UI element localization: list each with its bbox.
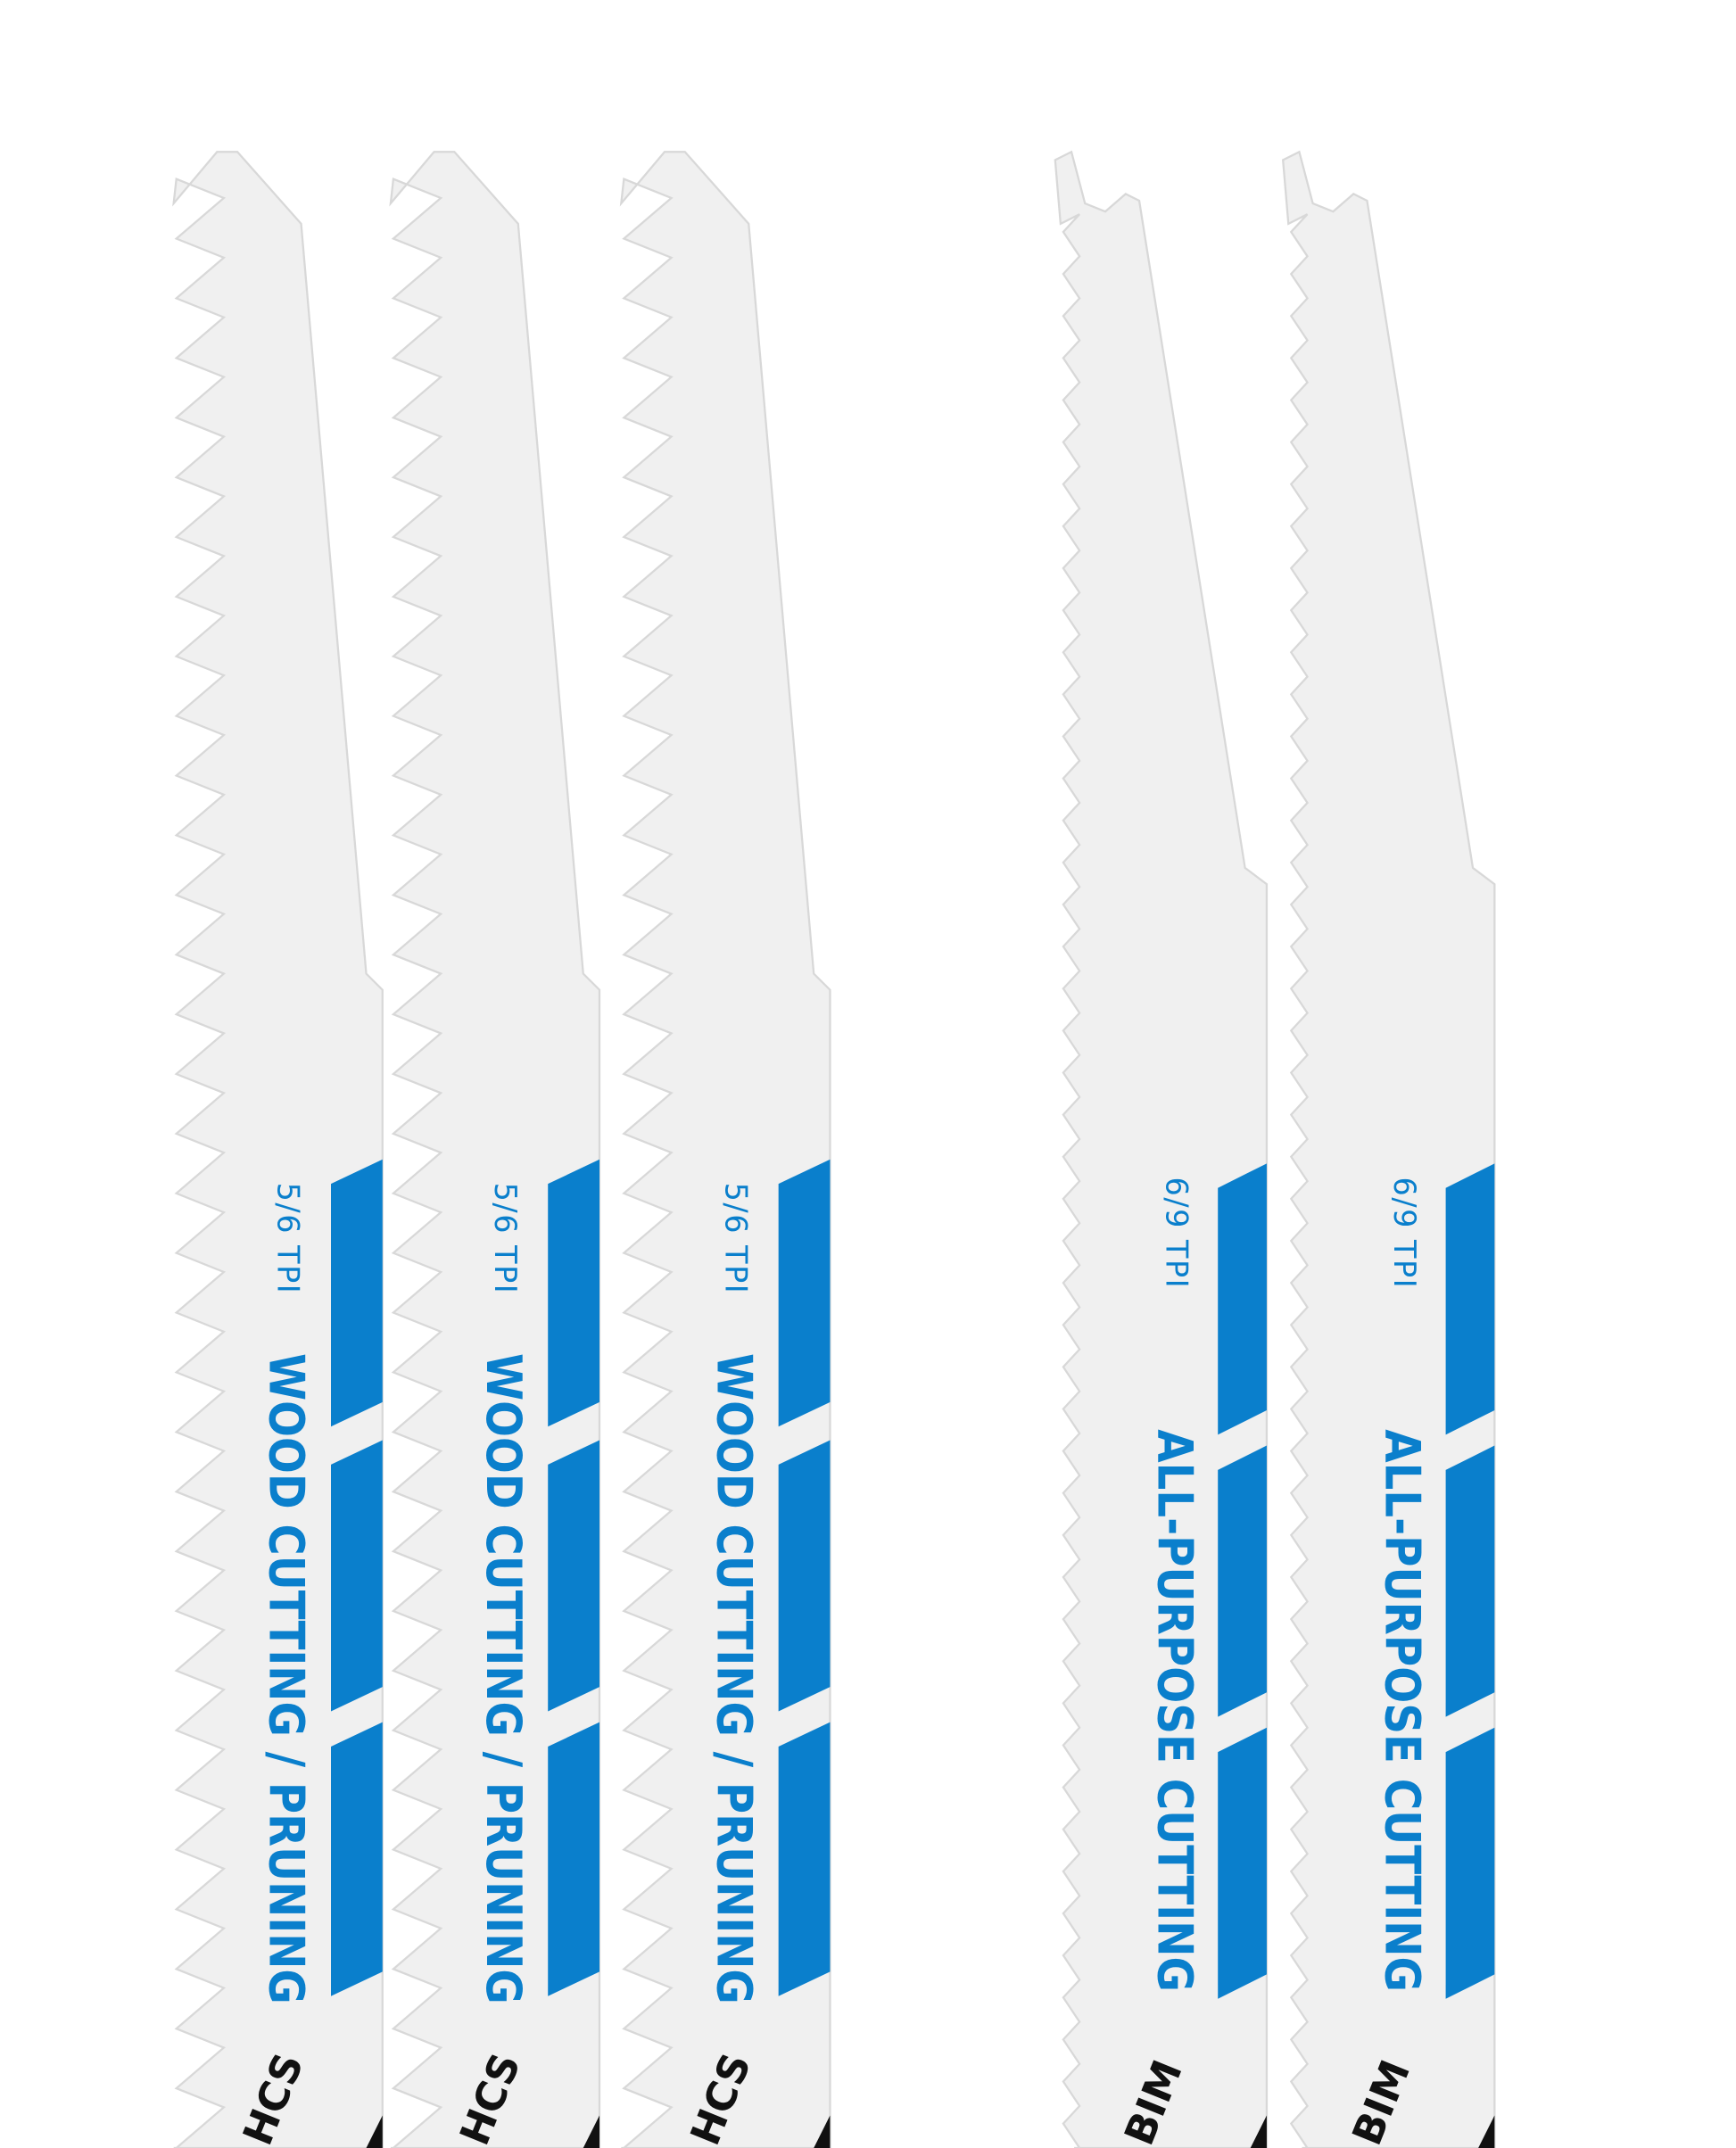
black-corner xyxy=(1250,2115,1267,2148)
blue-stripe xyxy=(778,1159,831,1427)
blade-body xyxy=(1054,150,1269,2148)
blue-stripe xyxy=(1445,1445,1495,1717)
blue-stripe xyxy=(1445,1163,1495,1435)
blue-stripe xyxy=(331,1722,383,1996)
blue-stripe xyxy=(548,1440,599,1712)
use-label: ALL-PURPOSE CUTTING xyxy=(1146,1429,1203,1992)
blue-stripe xyxy=(548,1159,599,1427)
tpi-label: 6/9 TPI xyxy=(1387,1177,1422,1290)
blade-body xyxy=(1281,150,1496,2148)
tpi-label: 6/9 TPI xyxy=(1159,1177,1194,1290)
tpi-label: 5/6 TPI xyxy=(271,1183,306,1295)
tpi-label: 5/6 TPI xyxy=(488,1183,523,1295)
blue-stripe xyxy=(1218,1163,1267,1435)
blue-stripe xyxy=(331,1440,383,1712)
blue-stripe xyxy=(778,1440,831,1712)
blue-stripe xyxy=(331,1159,383,1427)
use-label: WOOD CUTTING / PRUNING xyxy=(259,1353,316,2004)
use-label: WOOD CUTTING / PRUNING xyxy=(706,1353,763,2004)
blue-stripe xyxy=(778,1722,831,1996)
use-label: WOOD CUTTING / PRUNING xyxy=(475,1353,533,2004)
blue-stripe xyxy=(548,1722,599,1996)
blade-body xyxy=(172,151,384,2148)
blue-stripe xyxy=(1218,1727,1267,1999)
use-label: ALL-PURPOSE CUTTING xyxy=(1375,1429,1432,1992)
blue-stripe xyxy=(1218,1445,1267,1717)
blue-stripe xyxy=(1445,1727,1495,1999)
blade-body xyxy=(619,151,831,2148)
blade-body xyxy=(389,151,601,2148)
tpi-label: 5/6 TPI xyxy=(718,1183,753,1295)
